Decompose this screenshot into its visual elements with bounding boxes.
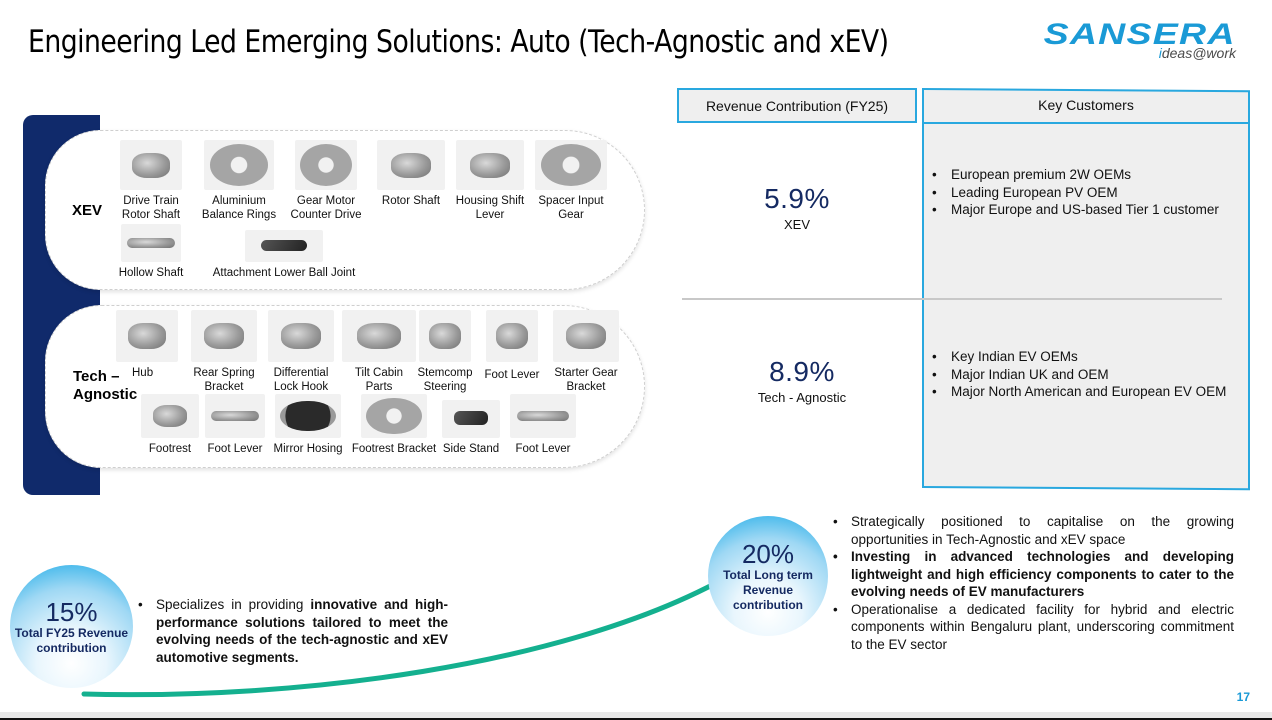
ball-joint-image <box>245 230 323 262</box>
customer-item: Key Indian EV OEMs <box>930 348 1230 366</box>
part-card: Side Stand <box>440 400 502 456</box>
specialization-bullets: Specializes in providing innovative and … <box>138 596 448 666</box>
row-divider <box>682 298 1222 300</box>
xev-label: XEV <box>72 202 103 219</box>
part-card: Rear Spring Bracket <box>186 310 262 394</box>
part-card: Spacer Input Gear <box>532 140 610 222</box>
tech-agnostic-revenue-percent: 8.9% <box>769 356 835 387</box>
fy25-revenue-circle: 15% Total FY25 Revenue contribution <box>10 565 133 688</box>
part-card: Footrest <box>138 394 202 456</box>
customer-item: European premium 2W OEMs <box>930 166 1230 184</box>
rear-spring-bracket-image <box>191 310 257 362</box>
foot-lever-shaft-image <box>510 394 576 438</box>
part-card: Hollow Shaft <box>113 224 189 280</box>
rotor-shaft-image <box>377 140 445 190</box>
customer-item: Leading European PV OEM <box>930 184 1230 202</box>
slide-title: Engineering Led Emerging Solutions: Auto… <box>28 24 889 60</box>
hollow-shaft-image <box>121 224 181 262</box>
long-term-revenue-circle: 20% Total Long term Revenue contribution <box>708 516 828 636</box>
bullet-item: Specializes in providing innovative and … <box>138 596 448 666</box>
part-card: Hub <box>112 310 182 380</box>
xev-customers-list: European premium 2W OEMs Leading Europea… <box>930 166 1230 219</box>
part-card: Stemcomp Steering <box>414 310 476 394</box>
part-card: Foot Lever <box>480 310 544 382</box>
part-card: Foot Lever <box>508 394 578 456</box>
part-card: Foot Lever <box>204 394 266 456</box>
balance-ring-image <box>204 140 274 190</box>
part-card: Footrest Bracket <box>350 394 438 456</box>
foot-lever-image <box>486 310 538 362</box>
page-number: 17 <box>1236 690 1250 704</box>
part-card: Mirror Hosing <box>268 394 348 456</box>
customer-item: Major North American and European EV OEM <box>930 383 1230 401</box>
part-card: Rotor Shaft <box>374 140 448 208</box>
revenue-contribution-header: Revenue Contribution (FY25) <box>677 88 917 123</box>
logo-tagline: ideas@work <box>1158 45 1236 61</box>
xev-revenue-segment: XEV <box>783 217 810 232</box>
part-card: Gear Motor Counter Drive <box>288 140 364 222</box>
logo-brand: SANSERA <box>1043 18 1236 51</box>
gear-motor-image <box>295 140 357 190</box>
footrest-image <box>141 394 199 438</box>
part-card: Tilt Cabin Parts <box>342 310 416 394</box>
part-card: Attachment Lower Ball Joint <box>212 230 356 280</box>
part-card: Housing Shift Lever <box>455 140 525 222</box>
bullet-item: Strategically positioned to capitalise o… <box>833 513 1234 548</box>
tech-agnostic-revenue-segment: Tech - Agnostic <box>757 390 847 405</box>
bullet-item: Operationalise a dedicated facility for … <box>833 601 1234 654</box>
part-card: Drive Train Rotor Shaft <box>115 140 187 222</box>
part-card: Differential Lock Hook <box>262 310 340 394</box>
differential-lock-hook-image <box>268 310 334 362</box>
xev-revenue-percent: 5.9% <box>764 183 830 214</box>
hub-image <box>116 310 178 362</box>
drive-train-rotor-shaft-image <box>120 140 182 190</box>
tech-agnostic-customers-list: Key Indian EV OEMs Major Indian UK and O… <box>930 348 1230 401</box>
key-customers-header: Key Customers <box>922 88 1250 124</box>
strategy-bullets: Strategically positioned to capitalise o… <box>833 513 1234 653</box>
mirror-hosing-image <box>275 394 341 438</box>
key-customers-panel <box>922 88 1250 491</box>
customer-item: Major Europe and US-based Tier 1 custome… <box>930 201 1230 219</box>
tech-agnostic-label: Tech – Agnostic <box>73 368 138 403</box>
bullet-item: Investing in advanced technologies and d… <box>833 548 1234 601</box>
spacer-input-gear-image <box>535 140 607 190</box>
housing-shift-lever-image <box>456 140 524 190</box>
xev-revenue: 5.9% XEV <box>677 183 917 232</box>
tech-agnostic-revenue: 8.9% Tech - Agnostic <box>682 356 922 405</box>
footer-bar <box>0 712 1272 720</box>
side-stand-image <box>442 400 500 438</box>
part-card: Starter Gear Bracket <box>548 310 624 394</box>
sansera-logo: SANSERA ideas@work <box>1040 18 1240 68</box>
stemcomp-steering-image <box>419 310 471 362</box>
customer-item: Major Indian UK and OEM <box>930 366 1230 384</box>
starter-gear-bracket-image <box>553 310 619 362</box>
tilt-cabin-parts-image <box>342 310 416 362</box>
footrest-bracket-image <box>361 394 427 438</box>
part-card: Aluminium Balance Rings <box>200 140 278 222</box>
foot-lever-image <box>205 394 265 438</box>
